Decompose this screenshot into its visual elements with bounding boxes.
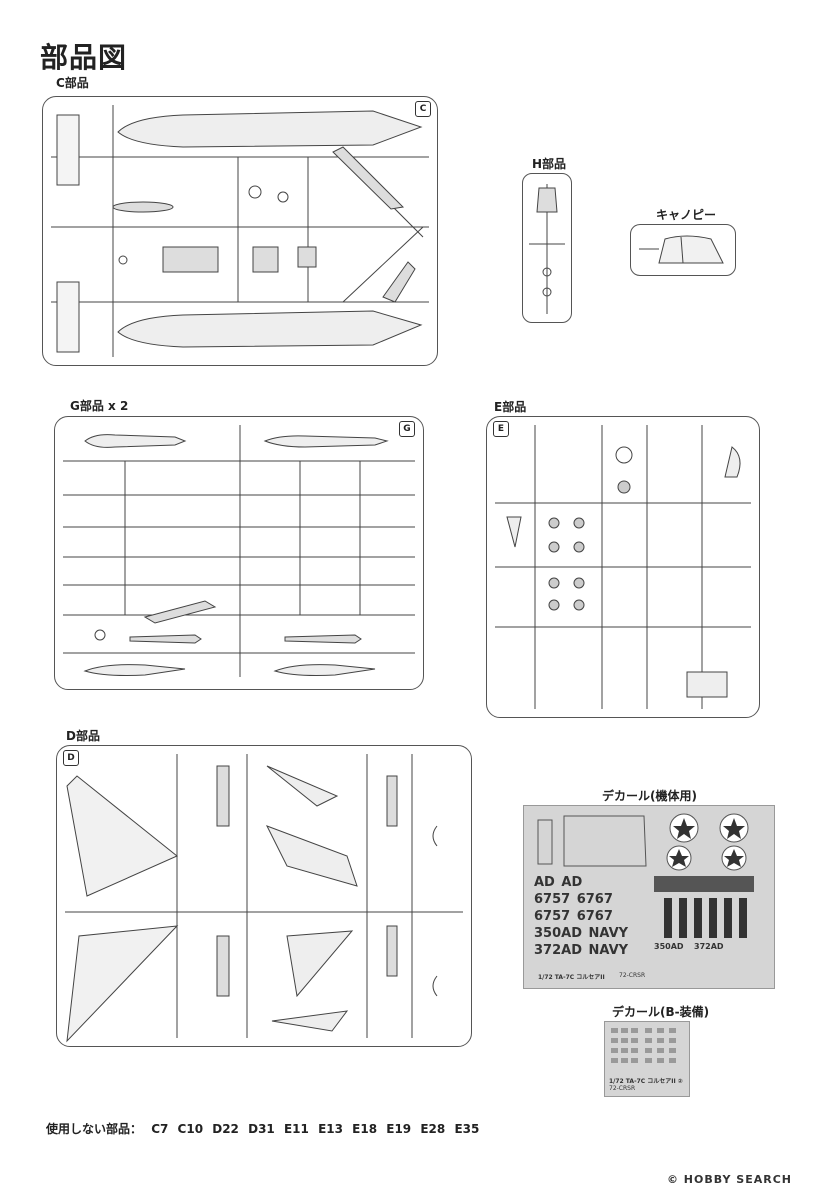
section-label-d: D部品: [66, 729, 100, 743]
unused-part: D31: [248, 1122, 275, 1136]
section-label-c: C部品: [56, 76, 89, 90]
marking-modex: 6767: [576, 909, 613, 924]
marking-modex: 6757: [534, 909, 571, 924]
sprue-g: G: [54, 416, 424, 690]
marking-squadron: 372AD: [534, 943, 582, 958]
unused-part: E18: [352, 1122, 378, 1136]
sprue-c-drawing: [51, 105, 429, 357]
sprue-e: E: [486, 416, 760, 718]
sprue-d-tag: D: [63, 750, 79, 766]
decal-sheet-body: AD AD 6757 6767 6757 6767 350AD NAVY 372…: [523, 805, 775, 989]
decal-body-code: 72-CRSR: [619, 972, 646, 979]
sprue-h-drawing: [529, 184, 565, 314]
decal-b-code: 72-CRSR: [609, 1085, 636, 1092]
decal-b-caption: 1/72 TA-7C コルセアII ②: [609, 1078, 683, 1085]
section-label-decal-body: デカール(機体用): [602, 789, 697, 803]
marking-navy: NAVY: [588, 926, 629, 941]
marking-ad: AD: [534, 875, 555, 890]
page-title: 部品図: [40, 41, 128, 74]
sprue-c: C: [42, 96, 438, 366]
section-label-h: H部品: [532, 157, 567, 171]
decal-small-marking: 350AD: [654, 942, 684, 951]
decal-sheet-b: 1/72 TA-7C コルセアII ② 72-CRSR: [604, 1021, 690, 1097]
section-label-e: E部品: [494, 400, 527, 414]
unused-part: E11: [283, 1122, 309, 1136]
sprue-canopy: [630, 224, 736, 276]
unused-part: E35: [454, 1122, 480, 1136]
unused-parts-label: 使用しない部品：: [46, 1122, 143, 1136]
section-label-decal-b: デカール(B-装備): [612, 1005, 710, 1019]
unused-part: D22: [212, 1122, 239, 1136]
unused-parts-line: 使用しない部品： C7 C10 D22 D31 E11 E13 E18 E19 …: [46, 1120, 479, 1137]
decal-small-marking: 372AD: [694, 942, 724, 951]
sprue-h: [522, 173, 572, 323]
unused-part: C7: [151, 1122, 169, 1136]
sprue-e-tag: E: [493, 421, 509, 437]
unused-part: E28: [420, 1122, 446, 1136]
sprue-d-drawing: [65, 754, 463, 1043]
unused-part: E19: [386, 1122, 412, 1136]
decal-body-caption: 1/72 TA-7C コルセアII: [538, 974, 605, 981]
unused-part: C10: [177, 1122, 204, 1136]
footer-watermark: © HOBBY SEARCH: [666, 1173, 792, 1186]
marking-squadron: 350AD: [534, 926, 582, 941]
sprue-e-drawing: [495, 425, 751, 709]
marking-ad: AD: [561, 875, 583, 890]
sprue-g-tag: G: [399, 421, 415, 437]
sprue-c-tag: C: [415, 101, 431, 117]
section-label-g: G部品 x 2: [70, 399, 129, 413]
marking-modex: 6757: [534, 892, 571, 907]
decal-sheet-b-art: [611, 1028, 676, 1063]
sprue-d: D: [56, 745, 472, 1047]
marking-navy: NAVY: [588, 943, 629, 958]
decal-sheet-body-art: [537, 813, 754, 938]
unused-part: E13: [318, 1122, 343, 1136]
canopy-drawing: [639, 235, 724, 264]
marking-modex: 6767: [576, 892, 613, 907]
sprue-g-drawing: [63, 425, 415, 677]
decal-markings: AD AD 6757 6767 6757 6767 350AD NAVY 372…: [534, 874, 644, 959]
section-label-canopy: キャノピー: [656, 208, 717, 222]
